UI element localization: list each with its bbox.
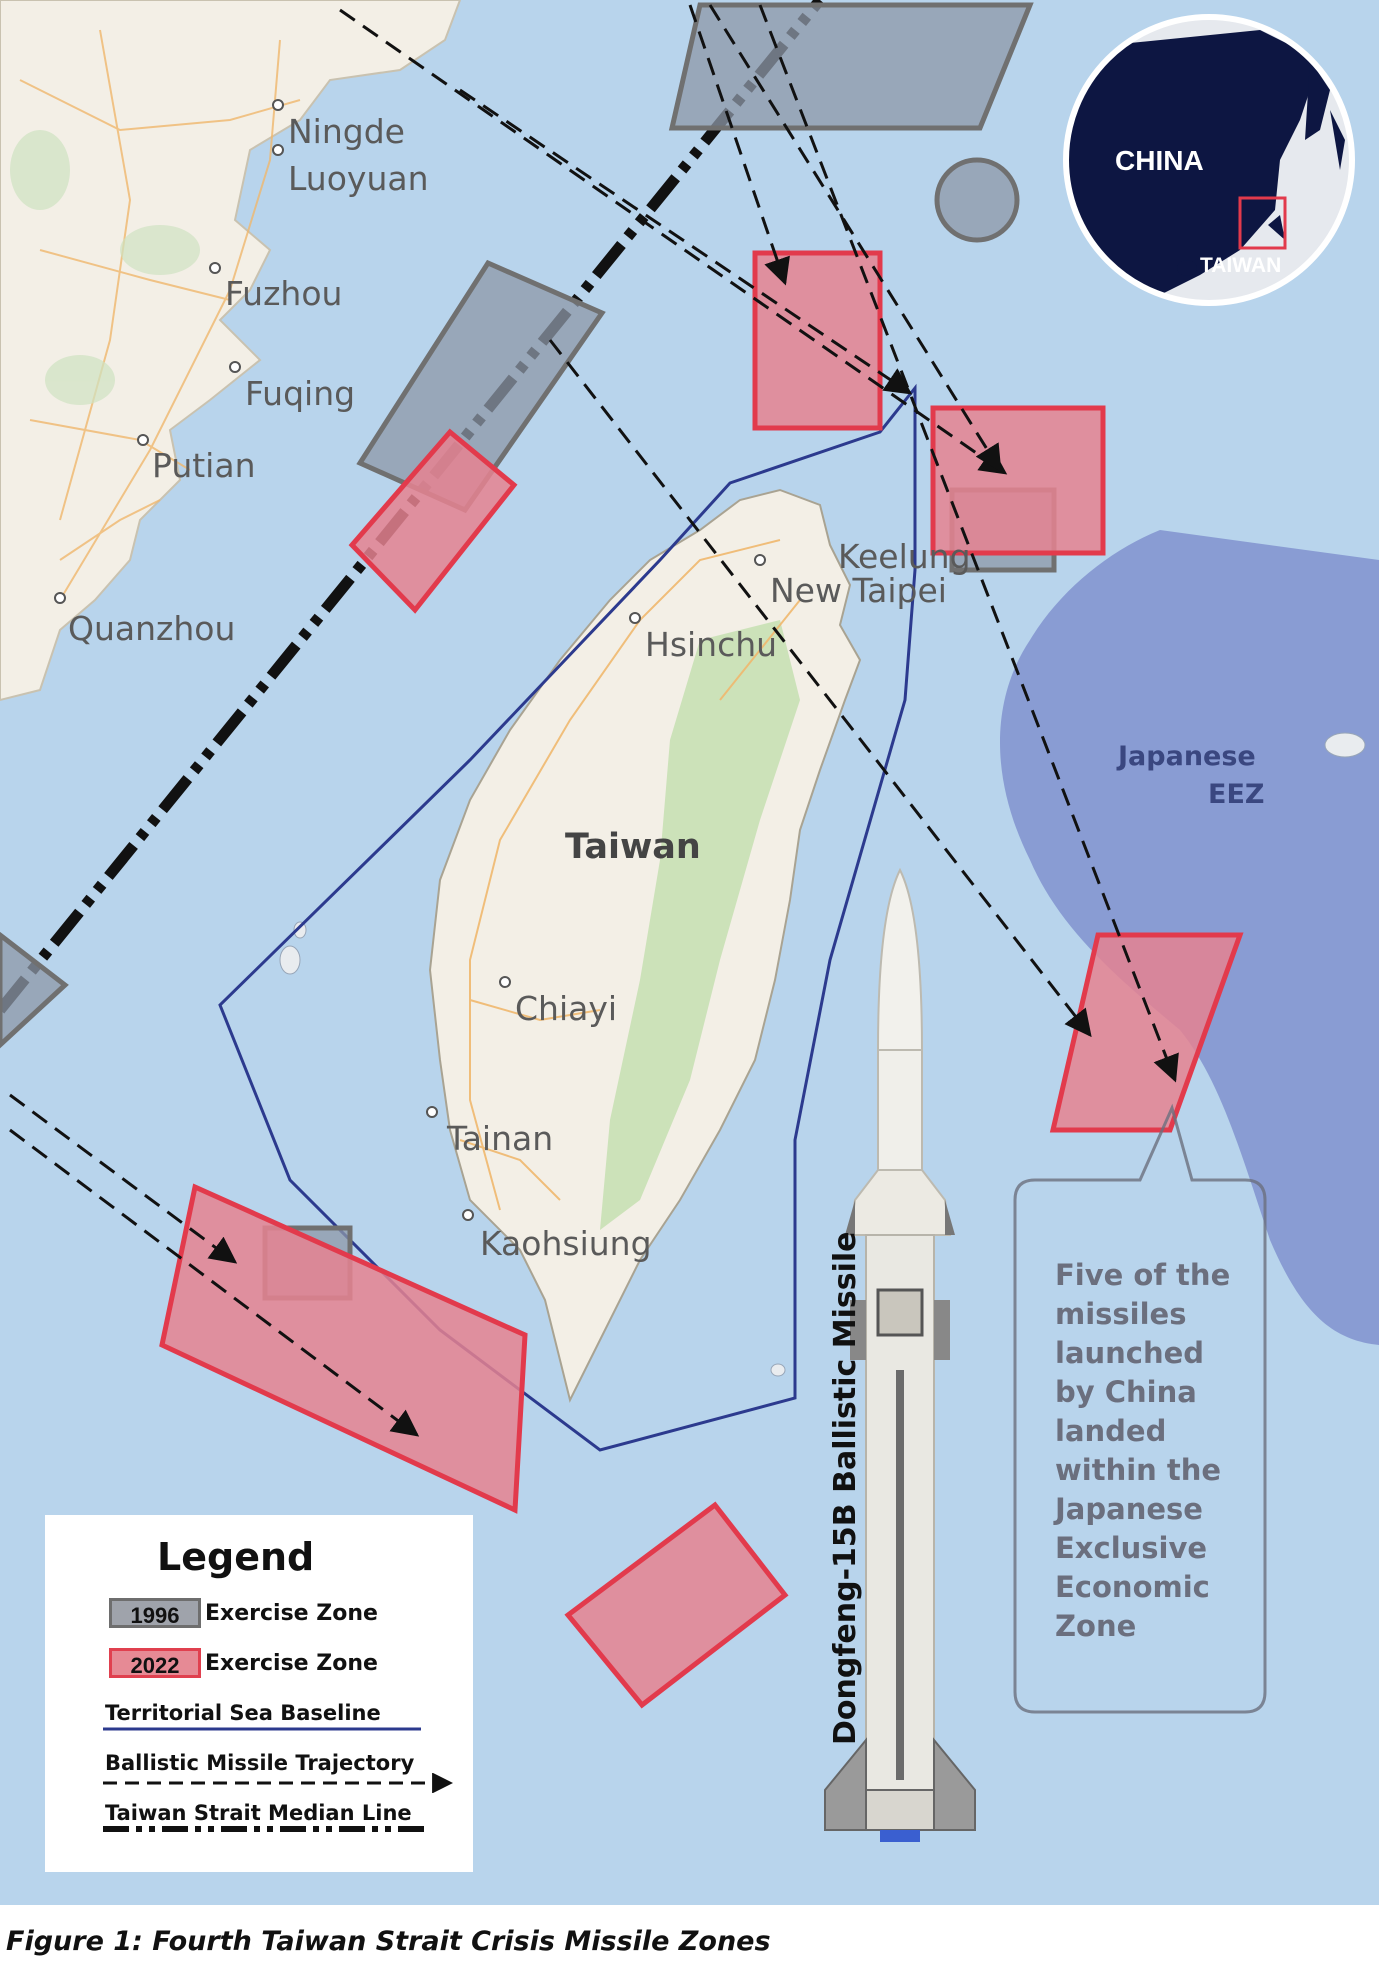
- legend-swatch-1996: 1996: [109, 1598, 201, 1628]
- label-chiayi: Chiayi: [515, 989, 617, 1028]
- map-canvas: Ningde Luoyuan Fuzhou Fuqing Putian Quan…: [0, 0, 1379, 1905]
- trajectory-7: [9, 1093, 238, 1264]
- trajectory-1: [688, 4, 790, 286]
- inset-locator-map: CHINA TAIWAN: [1063, 14, 1355, 306]
- label-kaohsiung: Kaohsiung: [480, 1224, 652, 1263]
- callout-line: missiles: [1055, 1297, 1187, 1331]
- callout-line: launched: [1055, 1336, 1204, 1370]
- zone-2022-strait: [348, 428, 518, 614]
- trajectory-8: [9, 1128, 420, 1437]
- mainland-green-areas: [10, 130, 200, 405]
- legend-title: Legend: [157, 1535, 315, 1579]
- label-fuzhou: Fuzhou: [225, 274, 342, 313]
- legend-text-median: Taiwan Strait Median Line: [105, 1801, 412, 1825]
- zone-2022-northeast: [930, 405, 1106, 556]
- missile-illustration: [824, 867, 976, 1842]
- callout-line: Zone: [1055, 1609, 1136, 1643]
- label-fuqing: Fuqing: [245, 374, 355, 413]
- legend-swatch-2022: 2022: [109, 1648, 201, 1678]
- missile-trajectories: [9, 4, 1179, 1437]
- trajectory-2: [339, 8, 1008, 475]
- inset-label-taiwan: TAIWAN: [1200, 254, 1281, 277]
- label-eez-line1: Japanese: [1116, 741, 1256, 772]
- zone-1996-west: [0, 931, 69, 1049]
- legend-text-2022: Exercise Zone: [205, 1651, 378, 1676]
- city-dots: [54, 99, 766, 1221]
- label-luoyuan: Luoyuan: [288, 159, 429, 198]
- legend-line-baseline: [103, 1727, 421, 1731]
- callout-line: within the: [1055, 1453, 1221, 1487]
- label-tainan: Tainan: [446, 1119, 553, 1158]
- label-hsinchu: Hsinchu: [645, 625, 777, 664]
- legend-text-1996: Exercise Zone: [205, 1601, 378, 1626]
- inset-label-china: CHINA: [1115, 145, 1204, 176]
- zone-2022-north: [752, 250, 883, 431]
- label-quanzhou: Quanzhou: [68, 609, 235, 648]
- taiwan-strait-median-line: [0, 0, 825, 1014]
- taiwan-roads: [459, 539, 801, 1211]
- label-new-taipei: New Taipei: [770, 571, 947, 610]
- trajectory-3: [459, 88, 913, 395]
- legend-line-median: [103, 1826, 431, 1832]
- mainland-china-land: [0, 0, 462, 702]
- legend-text-trajectory: Ballistic Missile Trajectory: [105, 1751, 415, 1775]
- missile-label: Dongfeng-15B Ballistic Missile: [828, 1231, 863, 1745]
- label-keelung: Keelung: [838, 537, 971, 576]
- callout-line: Economic: [1055, 1570, 1210, 1604]
- legend-line-trajectory: [103, 1773, 454, 1793]
- legend: Legend 1996 Exercise Zone 2022 Exercise …: [45, 1515, 473, 1872]
- callout-line: Japanese: [1053, 1492, 1203, 1526]
- zone-1996-circle: [934, 157, 1020, 243]
- callout-line: by China: [1055, 1375, 1197, 1409]
- callout-line: landed: [1055, 1414, 1166, 1448]
- figure-caption: Figure 1: Fourth Taiwan Strait Crisis Mi…: [6, 1926, 771, 1957]
- zone-2022-southwest: [159, 1183, 528, 1514]
- trajectory-5: [548, 339, 1092, 1038]
- zone-2022-south: [564, 1501, 789, 1709]
- callout-text: Five of the missiles launched by China l…: [1053, 1258, 1230, 1643]
- mainland-roads: [19, 29, 301, 601]
- label-putian: Putian: [152, 446, 255, 485]
- callout-box: [1013, 1103, 1267, 1714]
- callout-line: Exclusive: [1055, 1531, 1207, 1565]
- label-taiwan: Taiwan: [565, 827, 701, 867]
- trajectory-4: [708, 4, 1002, 473]
- islands: [279, 732, 1366, 1377]
- taiwan-mountains: [600, 620, 800, 1230]
- label-ningde: Ningde: [288, 112, 405, 151]
- trajectory-6: [758, 4, 1179, 1083]
- callout-line: Five of the: [1055, 1258, 1230, 1292]
- legend-text-baseline: Territorial Sea Baseline: [105, 1701, 381, 1725]
- zone-1996-north: [668, 2, 1034, 131]
- label-eez-line2: EEZ: [1208, 779, 1264, 810]
- zone-2022-east: [1049, 932, 1244, 1133]
